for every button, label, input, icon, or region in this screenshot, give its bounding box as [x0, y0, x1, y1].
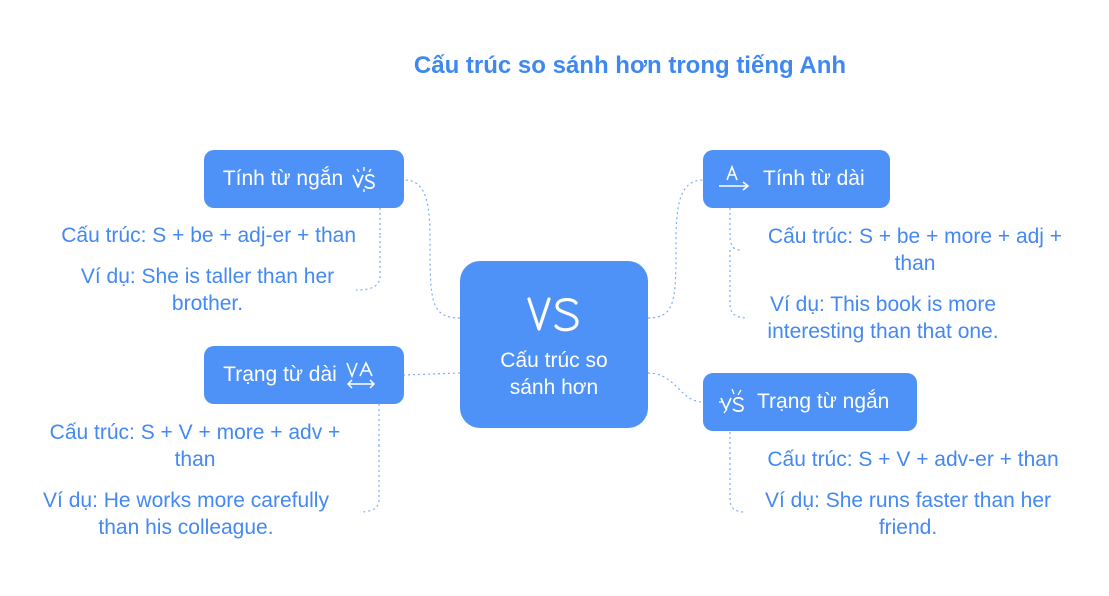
- short-adjective-structure: Cấu trúc: S + be + adj-er + than: [61, 224, 356, 247]
- vs-icon: [526, 295, 582, 340]
- branch-short-adjective-label: Tính từ ngắn: [222, 167, 344, 190]
- long-adjective-example: Ví dụ: This book is more interesting tha…: [767, 293, 999, 343]
- va-arrows-icon: [345, 359, 377, 391]
- branch-short-adverb-label: Trạng từ ngắn: [757, 390, 890, 413]
- short-adjective-example: Ví dụ: She is taller than her brother.: [80, 265, 335, 315]
- a-arrow-icon: [717, 164, 751, 194]
- vs-burst-icon: [717, 387, 747, 417]
- vs-spark-icon: [351, 165, 377, 193]
- long-adverb-example: Ví dụ: He works more carefully than his …: [43, 489, 329, 539]
- diagram-title: Cấu trúc so sánh hơn trong tiếng Anh: [413, 52, 847, 79]
- center-node: Cấu trúc so sánh hơn: [460, 261, 648, 428]
- center-node-label: Cấu trúc so sánh hơn: [500, 349, 608, 399]
- branch-short-adverb: Trạng từ ngắn: [703, 373, 917, 431]
- long-adjective-structure: Cấu trúc: S + be + more + adj + than: [767, 225, 1063, 275]
- short-adverb-structure: Cấu trúc: S + V + adv-er + than: [767, 448, 1059, 471]
- branch-long-adjective-label: Tính từ dài: [763, 167, 865, 190]
- branch-short-adjective: Tính từ ngắn: [204, 150, 404, 208]
- short-adverb-example: Ví dụ: She runs faster than her friend.: [764, 489, 1051, 539]
- long-adverb-structure: Cấu trúc: S + V + more + adv + than: [49, 421, 341, 471]
- branch-long-adverb: Trạng từ dài: [204, 346, 404, 404]
- branch-long-adverb-label: Trạng từ dài: [223, 363, 337, 386]
- branch-long-adjective: Tính từ dài: [703, 150, 890, 208]
